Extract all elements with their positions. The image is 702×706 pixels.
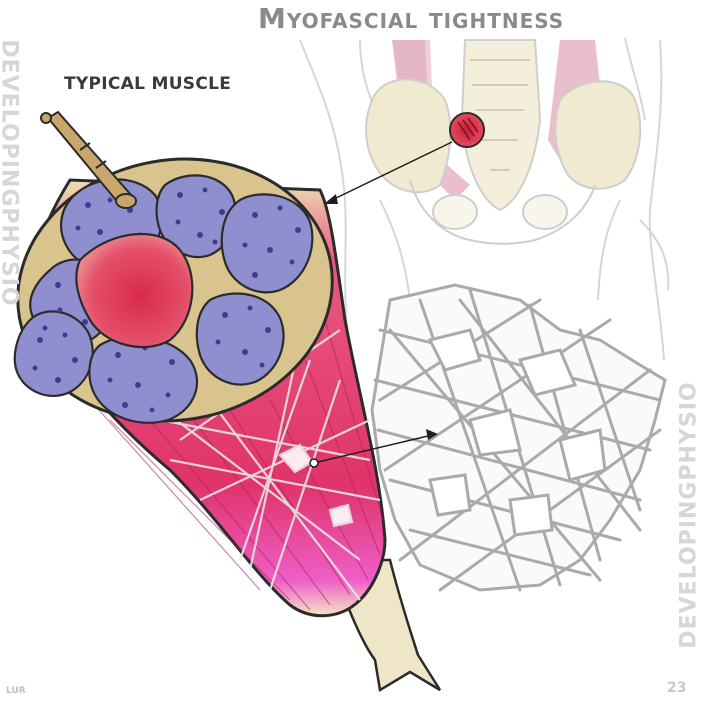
page-number: 23 bbox=[667, 680, 687, 696]
fascia-web-zoom bbox=[370, 283, 667, 592]
watermark-right: DEVELOPINGPHYSIO bbox=[676, 370, 702, 660]
watermark-left: DEVELOPINGPHYSIO bbox=[0, 28, 22, 318]
tight-spot-marker bbox=[449, 112, 485, 148]
zoom-arrow-top bbox=[324, 141, 453, 204]
artist-initials: LUR bbox=[6, 686, 26, 696]
watermark-left-text: DEVELOPINGPHYSIO bbox=[0, 39, 22, 307]
muscle-cross-section bbox=[13, 110, 442, 693]
watermark-right-text: DEVELOPINGPHYSIO bbox=[676, 381, 702, 649]
pelvis-background bbox=[299, 37, 670, 361]
typical-muscle-label: TYPICAL MUSCLE bbox=[64, 74, 232, 94]
zoom-arrow-bottom bbox=[309, 429, 438, 468]
page-title: Myofascial tightness bbox=[258, 2, 565, 35]
